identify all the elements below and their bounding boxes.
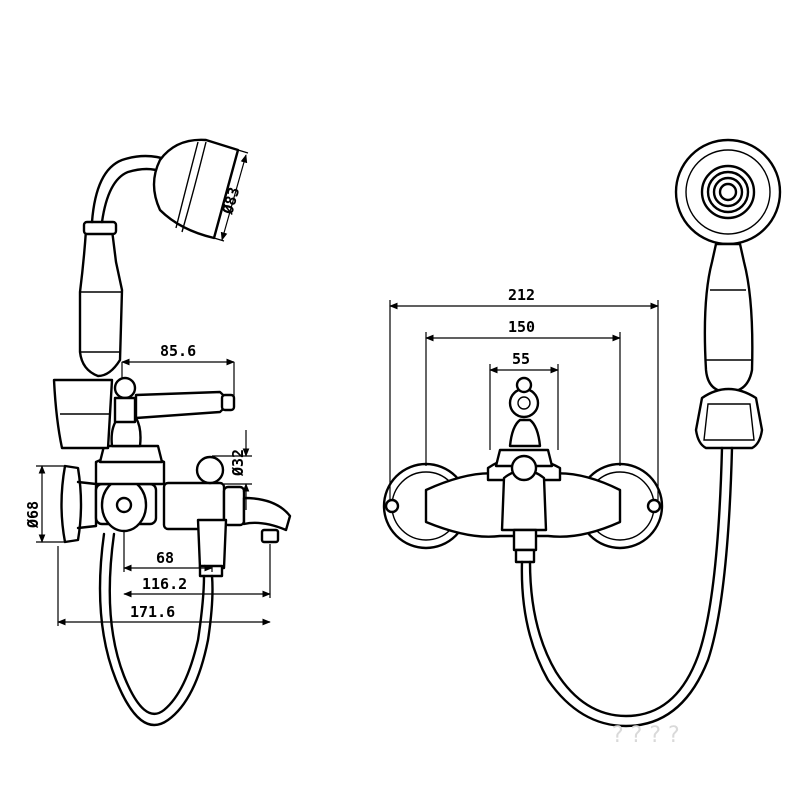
front-view: 212 150 55 xyxy=(382,138,782,728)
diverter-lever-side xyxy=(110,376,236,448)
dim-depths: 68 116.2 171.6 xyxy=(57,532,271,626)
svg-text:Ø68: Ø68 xyxy=(24,501,42,529)
side-view: Ø83 85.6 Ø32 Ø68 68 xyxy=(24,138,292,727)
svg-text:150: 150 xyxy=(508,318,535,336)
svg-text:212: 212 xyxy=(508,286,535,304)
dim-overall-width: 212 xyxy=(389,286,659,500)
handshower-side xyxy=(78,154,170,378)
spout-side xyxy=(162,455,292,578)
hose-front xyxy=(520,446,734,728)
watermark: ? ? ? ? xyxy=(612,723,680,748)
svg-text:85.6: 85.6 xyxy=(160,342,196,360)
dim-spout-diameter: Ø32 xyxy=(212,430,252,510)
holder-bracket-side xyxy=(52,378,114,450)
dim-centers: 150 xyxy=(425,318,621,466)
svg-text:116.2: 116.2 xyxy=(142,575,187,593)
wall-flange-side xyxy=(60,464,98,544)
dim-lever-length: 85.6 xyxy=(121,342,235,396)
svg-text:171.6: 171.6 xyxy=(130,603,175,621)
svg-text:55: 55 xyxy=(512,350,530,368)
holder-bracket-front xyxy=(694,387,764,450)
handshower-handle-front xyxy=(703,242,754,394)
mixer-body-front xyxy=(424,448,622,564)
svg-text:68: 68 xyxy=(156,549,174,567)
svg-text:Ø32: Ø32 xyxy=(229,449,247,477)
shower-head-side xyxy=(152,138,240,240)
dim-knob-width: 55 xyxy=(489,350,559,450)
dim-wall-flange-diameter: Ø68 xyxy=(24,465,66,543)
diverter-knob-front xyxy=(508,376,542,448)
shower-head-front xyxy=(674,138,782,246)
mixer-body-side xyxy=(94,444,166,533)
